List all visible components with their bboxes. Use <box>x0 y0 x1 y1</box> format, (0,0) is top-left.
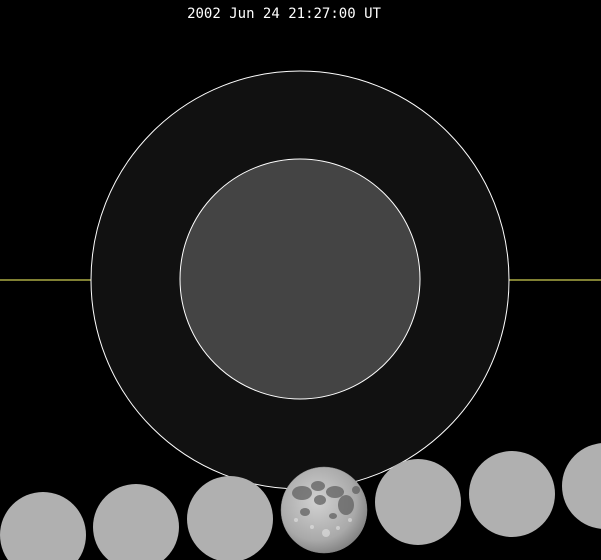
moon-position-1 <box>0 492 86 560</box>
umbra-shadow <box>179 158 421 400</box>
moon-position-2 <box>93 484 179 560</box>
timestamp-label: 2002 Jun 24 21:27:00 UT <box>187 6 381 22</box>
moon-position-6 <box>469 451 555 537</box>
moon-position-7 <box>562 443 601 529</box>
moon-positions <box>0 443 601 560</box>
moon-position-3 <box>187 476 273 560</box>
moon-position-5 <box>375 459 461 545</box>
moon-icon <box>280 466 368 554</box>
